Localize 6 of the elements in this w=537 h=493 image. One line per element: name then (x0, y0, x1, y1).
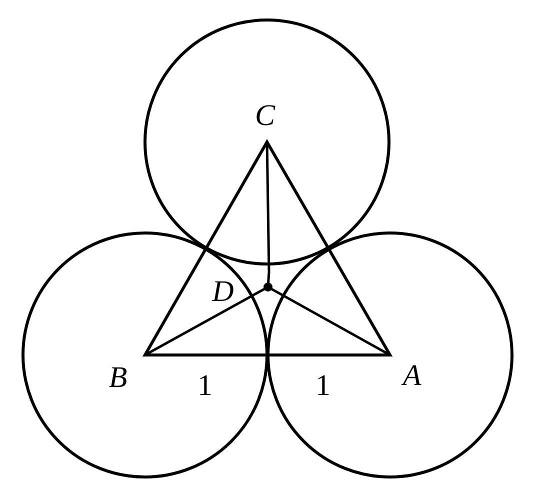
length-label: 1 (198, 371, 212, 401)
point-label: C (255, 101, 275, 131)
point-label: D (212, 277, 234, 307)
point-label: A (402, 361, 422, 391)
point-label: B (108, 363, 128, 393)
length-label: 1 (316, 371, 330, 401)
